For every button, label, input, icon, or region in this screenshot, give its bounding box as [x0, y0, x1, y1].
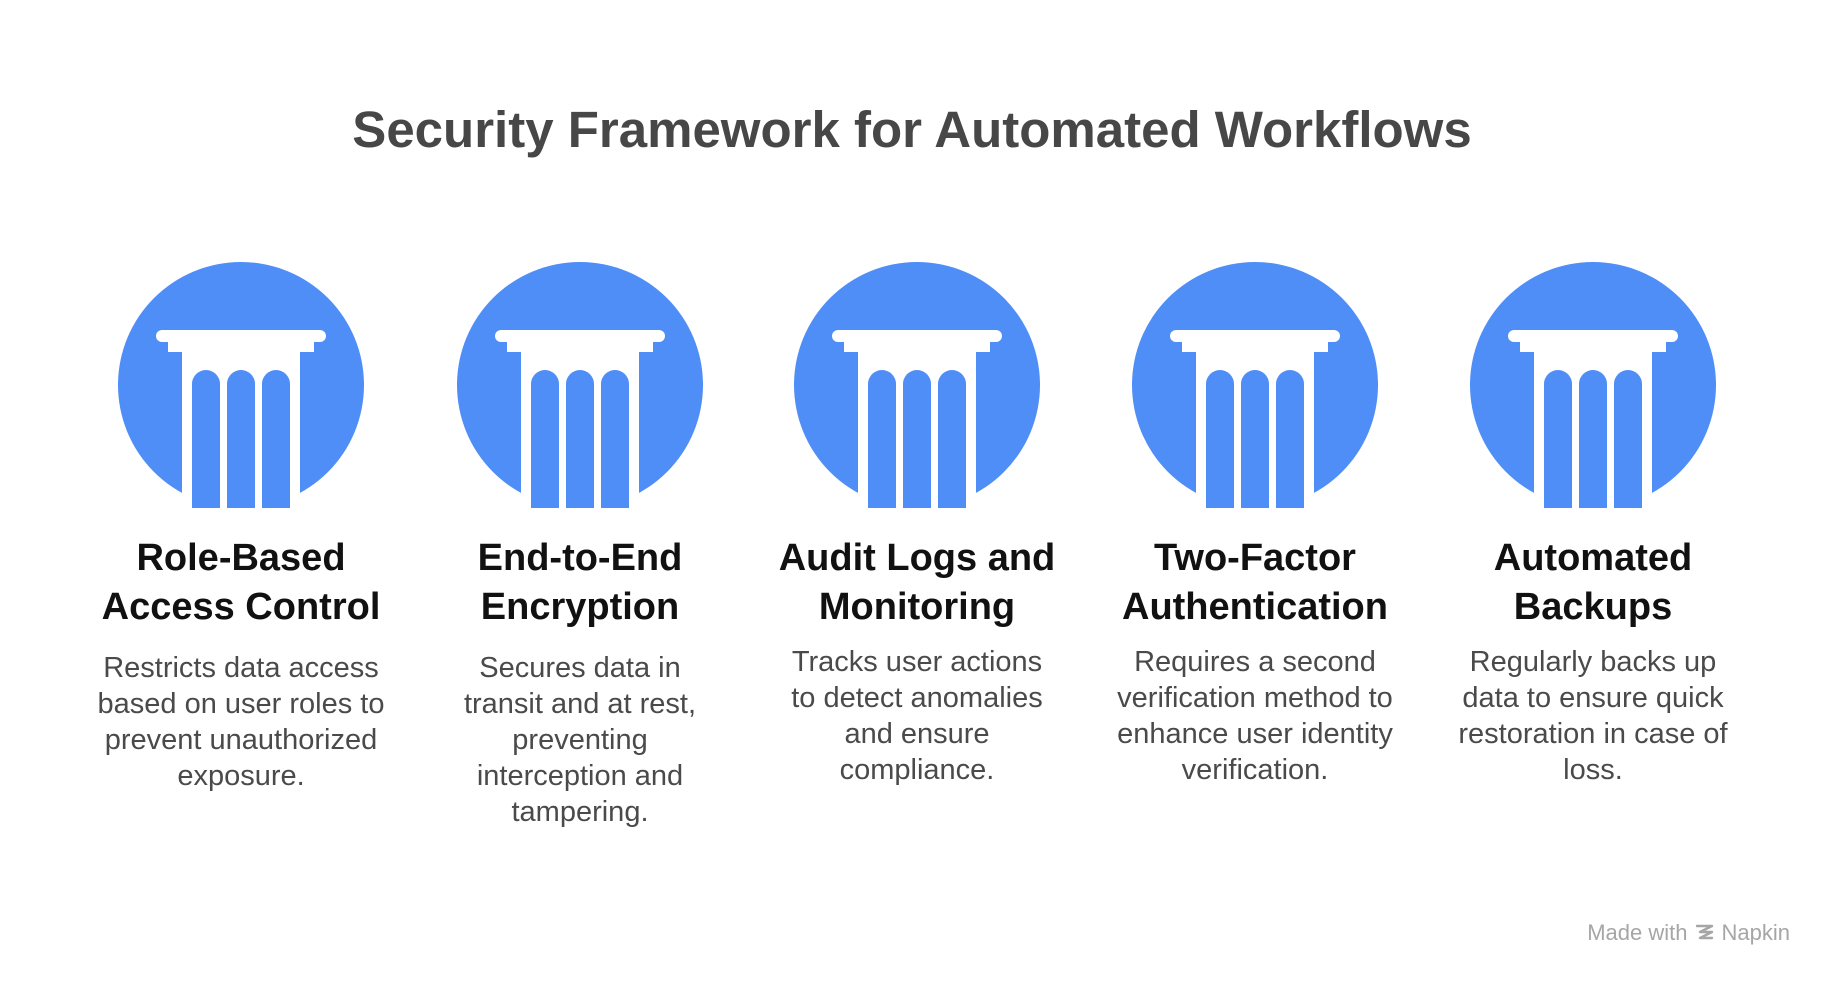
pillar-heading: Audit Logs and Monitoring	[767, 534, 1067, 634]
watermark-prefix: Made with	[1587, 920, 1688, 945]
pillar-heading-line: Encryption	[480, 586, 680, 628]
pillar-heading: Role-Based Access Control	[91, 534, 391, 634]
pillar-icon	[1470, 262, 1716, 508]
pillar-card-audit-logs: Audit Logs and Monitoring Tracks user ac…	[767, 262, 1067, 788]
pillar-heading-line: Automated	[1493, 537, 1693, 579]
pillar-heading: Two-Factor Authentication	[1105, 534, 1405, 634]
pillar-heading-line: Authentication	[1122, 586, 1388, 628]
pillar-icon	[794, 262, 1040, 508]
pillar-heading: End-to-End Encryption	[430, 534, 730, 634]
pillar-icon	[1132, 262, 1378, 508]
pillar-heading-line: Monitoring	[818, 586, 1016, 628]
napkin-watermark[interactable]: Made with Napkin	[1587, 920, 1790, 946]
pillar-description: Tracks user actions to detect anomalies …	[791, 646, 1043, 786]
pillar-description: Requires a second verification method to…	[1117, 646, 1393, 786]
pillar-card-automated-backups: Automated Backups Regularly backs up dat…	[1443, 262, 1743, 788]
pillar-description: Secures data in transit and at rest, pre…	[463, 652, 697, 828]
pillar-heading-line: Two-Factor	[1154, 537, 1356, 579]
pillar-heading-line: Backups	[1513, 586, 1673, 628]
pillar-icon	[457, 262, 703, 508]
pillar-card-two-factor: Two-Factor Authentication Requires a sec…	[1105, 262, 1405, 788]
pillar-description: Regularly backs up data to ensure quick …	[1458, 646, 1728, 786]
pillar-heading-line: Audit Logs and	[778, 537, 1056, 579]
pillar-card-end-to-end-encryption: End-to-End Encryption Secures data in tr…	[430, 262, 730, 830]
napkin-logo-icon	[1695, 924, 1713, 940]
pillars-row: Role-Based Access Control Restricts data…	[0, 262, 1824, 882]
pillar-heading-line: Role-Based	[136, 537, 346, 579]
watermark-brand: Napkin	[1721, 920, 1790, 945]
pillar-heading-line: End-to-End	[477, 537, 683, 579]
pillar-icon	[118, 262, 364, 508]
pillar-heading-line: Access Control	[101, 586, 381, 628]
pillar-heading: Automated Backups	[1443, 534, 1743, 634]
page-title: Security Framework for Automated Workflo…	[352, 101, 1472, 158]
pillar-description: Restricts data access based on user role…	[97, 652, 385, 792]
pillar-card-role-based-access: Role-Based Access Control Restricts data…	[91, 262, 391, 794]
